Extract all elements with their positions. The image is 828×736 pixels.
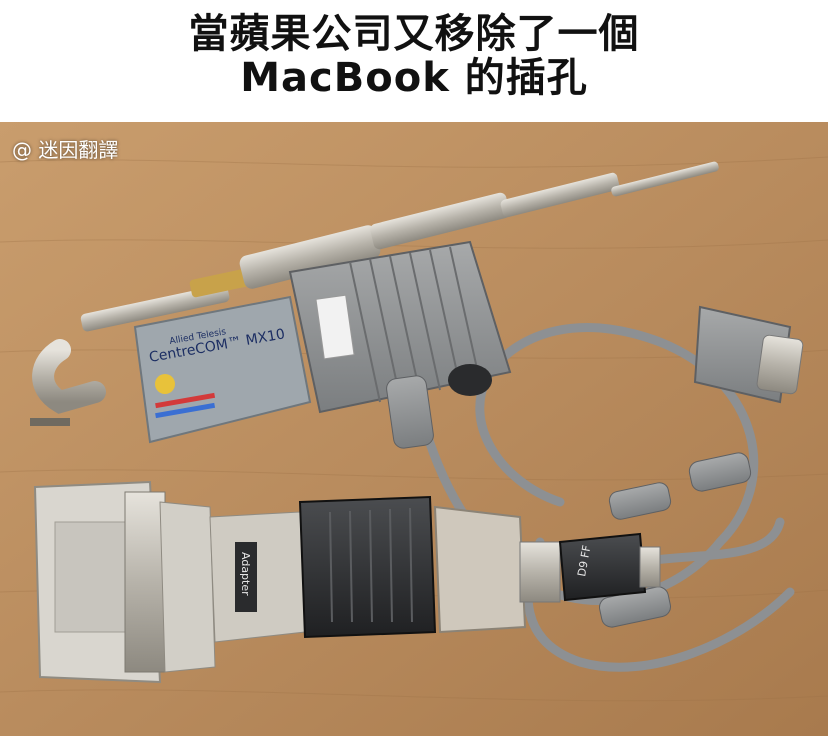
scsi-connector: Adapter: [33, 480, 306, 684]
adapter-label: Adapter: [239, 552, 252, 596]
gray-transceiver: [288, 240, 512, 414]
photo-illustration: Allied Telesis CentreCOM™ MX10 Adap: [0, 122, 828, 736]
bnc-connector-chain: [30, 161, 719, 426]
adapter-chain-photo: Allied Telesis CentreCOM™ MX10 Adap: [0, 122, 828, 736]
mini-din-plugs: [386, 375, 752, 628]
db9-gray-connector: [693, 305, 804, 404]
beige-db25-adapter: [433, 505, 561, 634]
mx10-transceiver: Allied Telesis CentreCOM™ MX10: [133, 295, 312, 444]
db9-ff-label: D9 FF: [575, 544, 593, 577]
watermark: @ 迷因翻譯: [12, 138, 119, 162]
caption-line-2: MacBook 的插孔: [240, 55, 588, 101]
black-db25-adapter: [298, 495, 437, 639]
db9-ff-adapter: D9 FF: [558, 532, 661, 602]
caption-line-1: 當蘋果公司又移除了一個: [188, 11, 640, 57]
meme-caption: 當蘋果公司又移除了一個 MacBook 的插孔: [0, 0, 828, 122]
